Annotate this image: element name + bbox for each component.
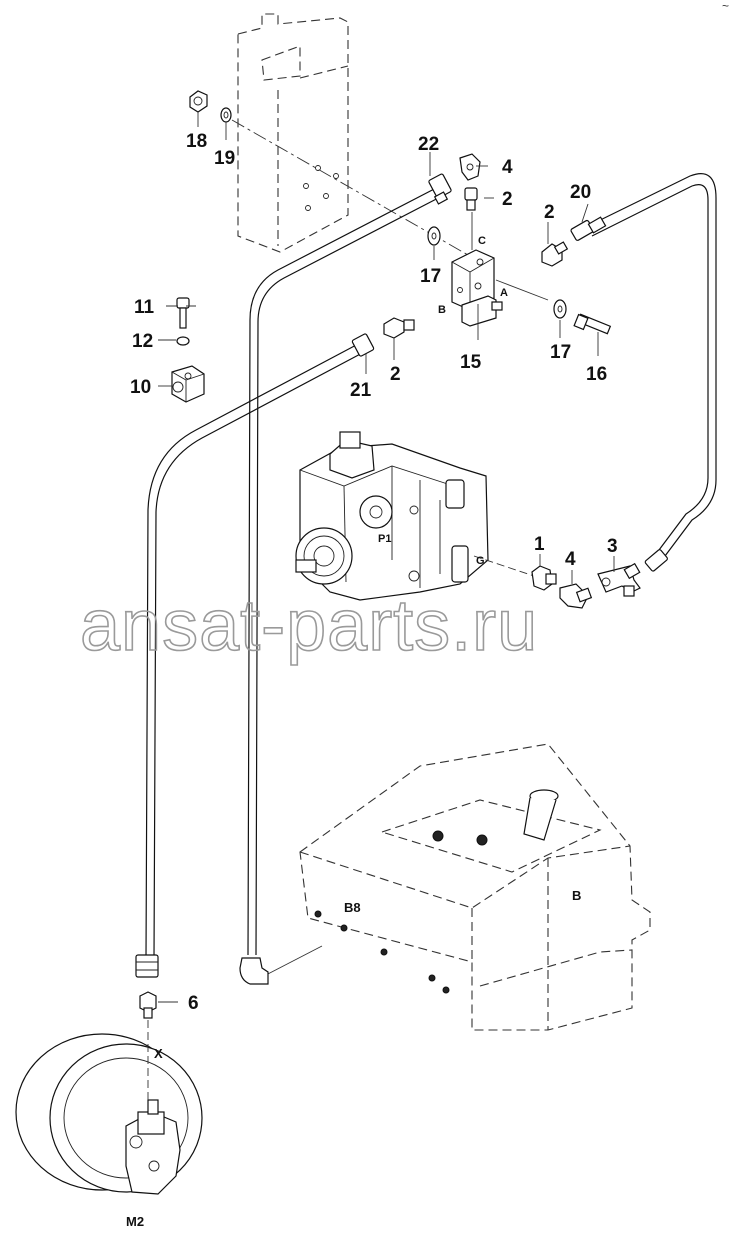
- washer-17-top: [427, 226, 441, 246]
- callout-1: 1: [534, 534, 545, 555]
- leader-g-to-adapter-1: [473, 555, 535, 577]
- port-label-a: A: [500, 287, 508, 299]
- travel-motor-m2: [15, 1033, 203, 1195]
- hose-22-elbow-bottom: [239, 957, 269, 985]
- hose-21-fitting: [351, 333, 375, 357]
- motor-label-m2: M2: [126, 1214, 144, 1229]
- port-label-c: C: [478, 235, 486, 247]
- elbow-4-top: [459, 153, 481, 181]
- hose-21-fitting-bottom: [135, 954, 159, 978]
- screw-11: [176, 297, 190, 329]
- callout-19: 19: [214, 148, 235, 169]
- adapter-6: [139, 991, 157, 1019]
- callout-22: 22: [418, 134, 439, 155]
- hose-20-fitting-bottom: [644, 549, 668, 572]
- callout-4-top: 4: [502, 157, 513, 178]
- callout-4-lower: 4: [565, 549, 576, 570]
- hose-21: [145, 342, 361, 959]
- washer-19: [220, 107, 232, 123]
- washer-17-right: [553, 299, 567, 319]
- bolt-16: [573, 313, 612, 335]
- adapter-2-top: [464, 187, 478, 211]
- port-label-x: X: [154, 1046, 163, 1061]
- callout-21: 21: [350, 380, 372, 401]
- callout-10: 10: [130, 377, 151, 398]
- callout-15: 15: [460, 352, 482, 373]
- adapter-2-left: [383, 317, 415, 339]
- port-label-b8: B8: [344, 900, 361, 915]
- callout-16: 16: [586, 364, 607, 385]
- callout-17-top: 17: [420, 266, 441, 287]
- clamp-10: [171, 365, 205, 403]
- elbow-4-lower: [559, 583, 593, 609]
- callout-2-left: 2: [390, 364, 401, 385]
- callout-3: 3: [607, 536, 618, 557]
- callout-11: 11: [134, 297, 155, 318]
- mounting-bracket: [237, 13, 349, 253]
- valve-block-15: [451, 249, 503, 327]
- callout-6: 6: [188, 993, 199, 1014]
- port-label-b: B: [438, 304, 446, 316]
- hose-20: [583, 173, 717, 561]
- port-label-p1: P1: [378, 533, 391, 545]
- callout-2-right: 2: [544, 202, 555, 223]
- callout-20: 20: [570, 182, 591, 203]
- callout-18: 18: [186, 131, 207, 152]
- hose-22-fitting: [428, 173, 452, 205]
- hose-22: [247, 185, 441, 956]
- corner-mark: ~: [722, 0, 729, 13]
- port-label-g: G: [476, 555, 485, 567]
- adapter-2-right: [541, 241, 569, 267]
- hydraulic-pump-p1: [295, 431, 489, 601]
- watermark: ansat-parts.ru: [80, 586, 538, 666]
- hydraulic-tank-b: [299, 743, 651, 1031]
- callout-2-top: 2: [502, 189, 513, 210]
- hose-20-fitting-top: [570, 216, 607, 241]
- callout-17-right: 17: [550, 342, 571, 363]
- callout-12: 12: [132, 331, 153, 352]
- tank-label-b: B: [572, 888, 581, 903]
- nut-18: [189, 90, 208, 113]
- washer-12: [176, 336, 190, 346]
- tee-3: [597, 562, 641, 597]
